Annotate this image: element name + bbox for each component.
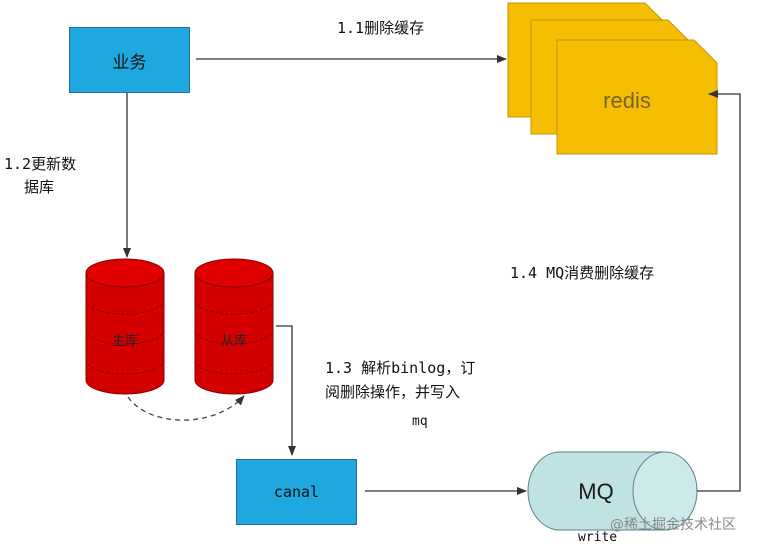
- master-db-top: [85, 258, 165, 288]
- slave-db-stripe: [194, 299, 274, 315]
- redis-label: redis: [603, 88, 651, 113]
- master-db-stripe: [85, 359, 165, 375]
- step-1-4-label: 1.4 MQ消费删除缓存: [510, 264, 655, 282]
- step-1-3-label-line1: 1.3 解析binlog，订: [325, 359, 476, 377]
- slave-db-stripe: [194, 359, 274, 375]
- canal-box: canal: [236, 459, 357, 525]
- mq-caption: write: [578, 530, 618, 545]
- master-db-stripe: [85, 299, 165, 315]
- mq-label: MQ: [578, 479, 613, 504]
- business-box: 业务: [69, 27, 190, 93]
- step-1-2-label-line2: 据库: [24, 178, 55, 196]
- step-1-2-label-line1: 1.2更新数: [4, 155, 77, 173]
- redis-stack: redis: [507, 2, 718, 155]
- step-1-3-label-line2: 阅删除操作，并写入: [325, 383, 461, 401]
- slave-db-stripe: [194, 329, 274, 345]
- redis-card-front: [556, 39, 718, 155]
- watermark: @稀土掘金技术社区: [610, 517, 736, 533]
- business-label: 业务: [112, 52, 147, 73]
- slave-db-label: 从库: [221, 333, 247, 349]
- master-db-label: 主库: [112, 333, 138, 349]
- canal-label: canal: [273, 483, 320, 501]
- master-db-body: [85, 272, 165, 395]
- step-1-1-label: 1.1删除缓存: [337, 19, 425, 37]
- mq-body: [527, 451, 666, 531]
- slave-db-top: [194, 258, 274, 288]
- arrow-slave-db-to-canal: [276, 325, 296, 456]
- slave-db-cylinder: 从库: [194, 258, 274, 395]
- arrow-mq-to-redis: [697, 90, 741, 492]
- slave-db-body: [194, 272, 274, 395]
- arrow-master-to-slave-replication: [127, 395, 245, 421]
- master-db-stripe: [85, 329, 165, 345]
- mq-cylinder: MQ: [527, 451, 698, 531]
- step-1-3-label-line3: mq: [412, 414, 428, 429]
- master-db-cylinder: 主库: [85, 258, 165, 395]
